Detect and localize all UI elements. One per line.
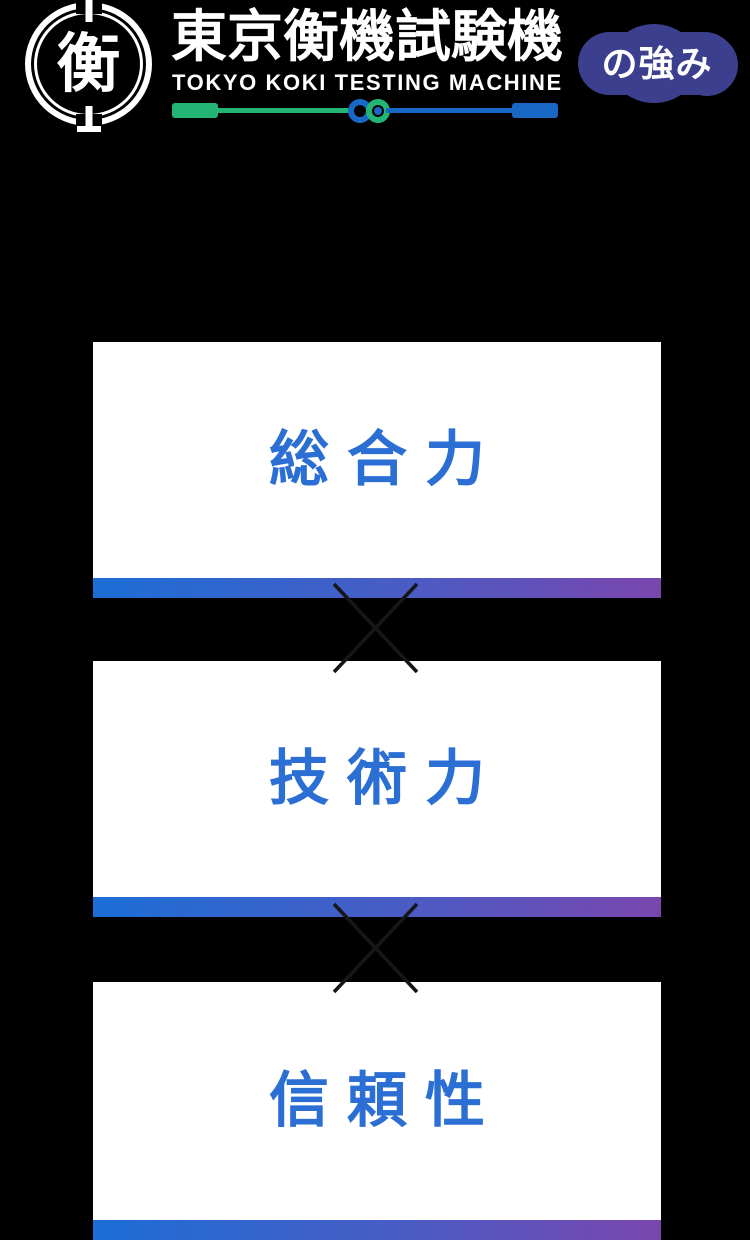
strength-card-reliability: 信頼性: [93, 982, 661, 1240]
infinity-link-dot-icon: [374, 107, 382, 115]
logo-tick-top: [85, 0, 92, 22]
logo-kanji: 衡: [56, 28, 121, 100]
card-label: 技術力: [269, 746, 503, 812]
card-label: 信頼性: [269, 1068, 503, 1134]
tokyo-koki-logo: 衡: [25, 0, 152, 132]
card-gradient-bar: [93, 1220, 661, 1240]
divider-line-blue: [386, 108, 520, 113]
divider-cap-left: [172, 103, 218, 118]
strength-card-comprehensive: 総合力: [93, 342, 661, 598]
strengths-badge: の強み: [578, 24, 738, 103]
brand-title: 東京衡機試験機: [171, 5, 563, 68]
divider-line-green: [210, 108, 354, 113]
multiply-connector-icon: [331, 582, 420, 674]
card-label-wrap: 信頼性: [93, 982, 661, 1220]
logo-tick-bottom: [85, 106, 92, 132]
header-divider: [172, 99, 558, 123]
multiply-connector-icon: [331, 902, 420, 994]
card-label-wrap: 総合力: [93, 342, 661, 578]
card-label: 総合力: [269, 427, 503, 493]
strength-card-technical: 技術力: [93, 661, 661, 917]
card-gradient-bar: [93, 897, 661, 917]
card-label-wrap: 技術力: [93, 661, 661, 897]
brand-subtitle: TOKYO KOKI TESTING MACHINE: [172, 70, 563, 95]
strengths-badge-label: の強み: [601, 42, 713, 84]
divider-cap-right: [512, 103, 558, 118]
strengths-badge-blob: [578, 24, 738, 103]
card-gradient-bar: [93, 578, 661, 598]
